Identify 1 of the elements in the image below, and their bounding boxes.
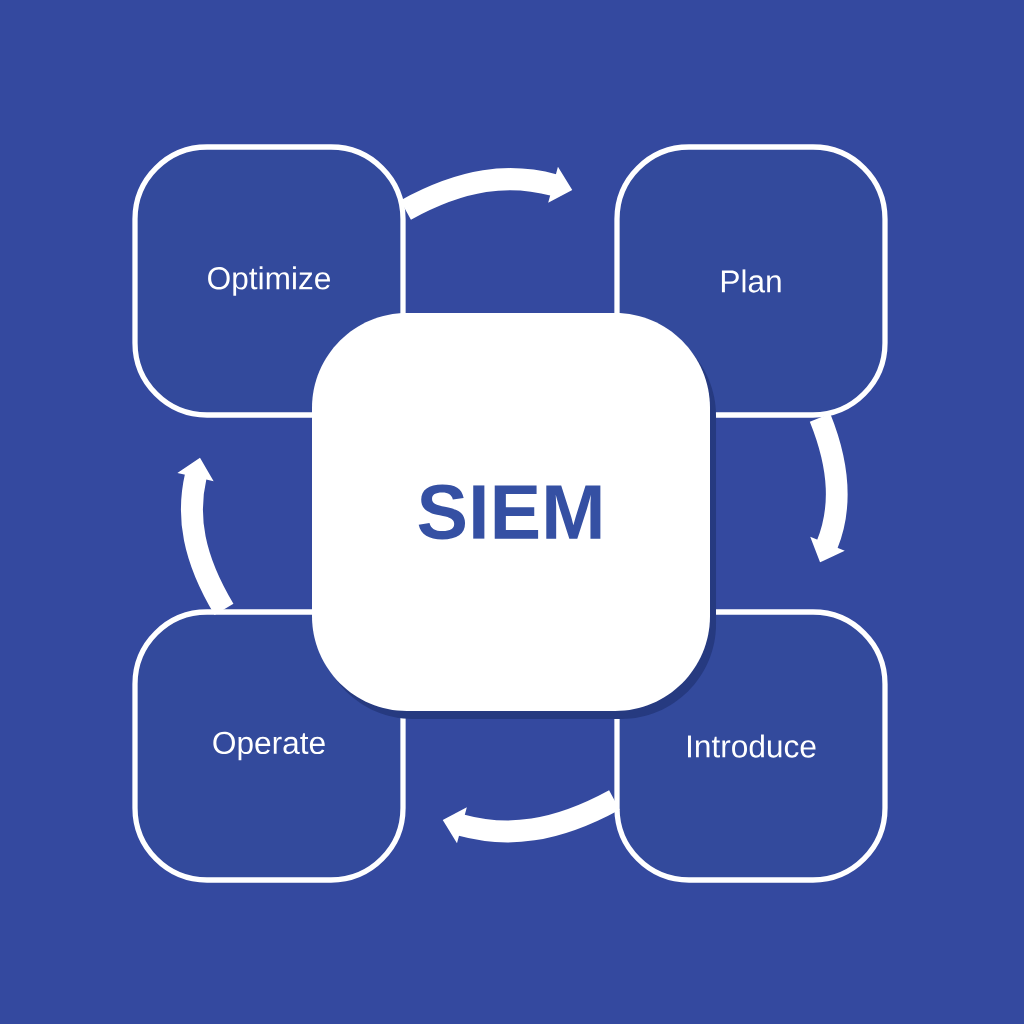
center-box: SIEM (312, 313, 716, 719)
